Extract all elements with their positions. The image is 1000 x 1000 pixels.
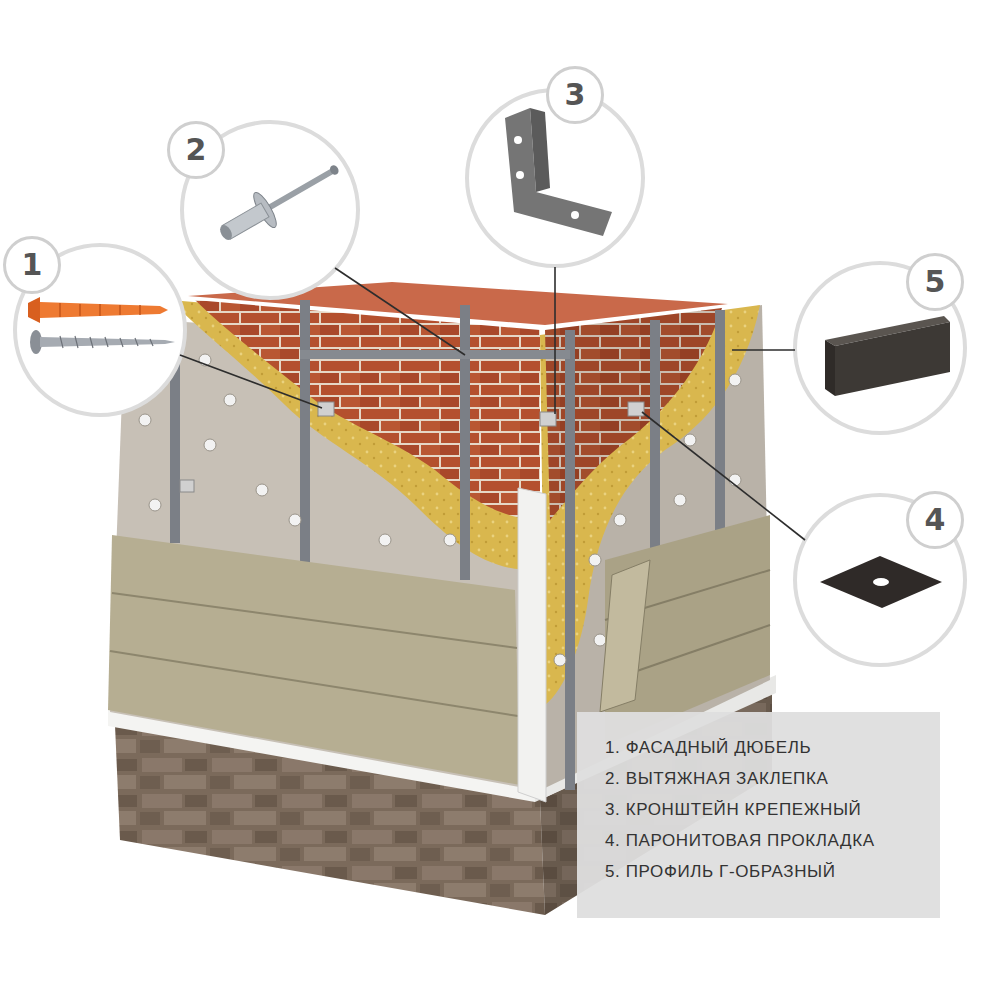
callout-badge: 5 bbox=[906, 253, 964, 311]
callout-number: 4 bbox=[925, 505, 946, 535]
legend-item: 1. ФАСАДНЫЙ ДЮБЕЛЬ bbox=[605, 732, 916, 763]
callout-number: 1 bbox=[22, 250, 43, 280]
callout-badge: 1 bbox=[3, 236, 61, 294]
callout-badge: 4 bbox=[906, 491, 964, 549]
callout-number: 2 bbox=[186, 135, 207, 165]
legend-item: 5. ПРОФИЛЬ Г-ОБРАЗНЫЙ bbox=[605, 856, 916, 887]
legend-item: 2. ВЫТЯЖНАЯ ЗАКЛЕПКА bbox=[605, 763, 916, 794]
legend-item: 4. ПАРОНИТОВАЯ ПРОКЛАДКА bbox=[605, 825, 916, 856]
callout-badge: 3 bbox=[546, 66, 604, 124]
callout-number: 3 bbox=[565, 80, 586, 110]
legend-item: 3. КРОНШТЕЙН КРЕПЕЖНЫЙ bbox=[605, 794, 916, 825]
callout-number: 5 bbox=[925, 267, 946, 297]
callout-badge: 2 bbox=[167, 121, 225, 179]
legend-panel: 1. ФАСАДНЫЙ ДЮБЕЛЬ2. ВЫТЯЖНАЯ ЗАКЛЕПКА3.… bbox=[577, 712, 940, 918]
